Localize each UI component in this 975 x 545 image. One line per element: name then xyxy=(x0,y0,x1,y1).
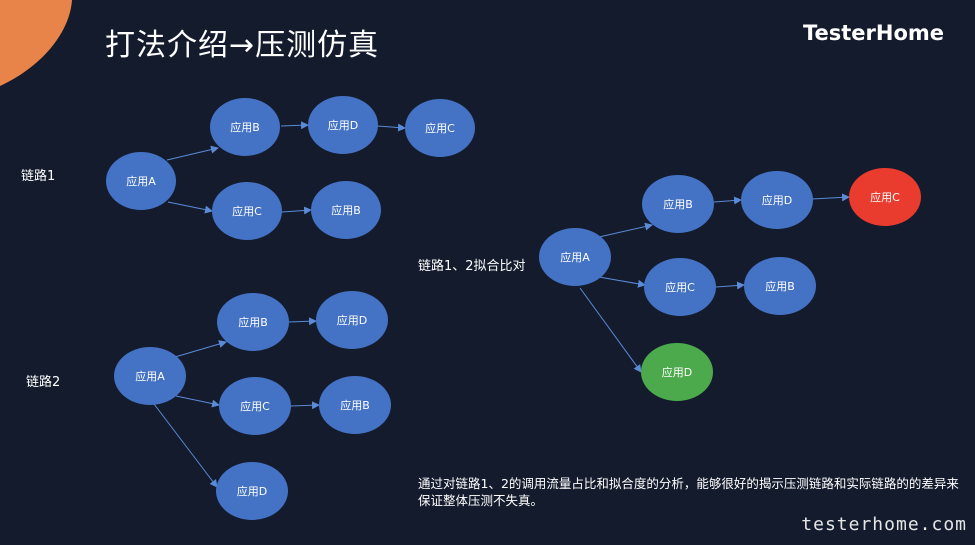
merged-node-app-b-lower: 应用B xyxy=(744,257,816,315)
edge-m-a-c xyxy=(598,276,646,288)
edge-c1-d-c xyxy=(376,123,406,132)
c1-node-app-d: 应用D xyxy=(308,96,378,154)
edge-m-a-d xyxy=(579,287,642,373)
c2-node-app-a: 应用A xyxy=(114,347,186,405)
slide-title: 打法介绍→压测仿真 xyxy=(105,28,380,63)
edge-c1-a-c xyxy=(167,201,213,214)
c2-node-app-d-lower: 应用D xyxy=(216,462,288,520)
edge-c2-c-b xyxy=(290,401,320,410)
edge-m-c-b xyxy=(715,281,745,290)
edge-m-a-b xyxy=(598,222,653,238)
c1-node-app-b: 应用B xyxy=(210,98,280,156)
edge-c2-b-d xyxy=(288,317,317,326)
merged-node-app-a: 应用A xyxy=(539,228,611,286)
c2-node-app-b-lower: 应用B xyxy=(319,376,391,434)
c2-node-app-b: 应用B xyxy=(217,293,289,351)
corner-decoration xyxy=(0,0,72,86)
edge-c1-b-d xyxy=(280,121,309,130)
edge-c2-a-c xyxy=(175,395,220,408)
description-text: 通过对链路1、2的调用流量占比和拟合度的分析，能够很好的揭示压测链路和实际链路的… xyxy=(418,476,959,508)
c2-node-app-c: 应用C xyxy=(219,377,291,435)
edge-c2-a-b xyxy=(174,340,227,358)
merged-node-app-d: 应用D xyxy=(741,171,813,229)
merged-node-app-c-highlight: 应用C xyxy=(849,168,921,226)
c1-node-app-a: 应用A xyxy=(106,152,176,210)
merged-node-app-b: 应用B xyxy=(642,175,714,233)
c1-node-app-c: 应用C xyxy=(405,99,475,157)
chain2-label: 链路2 xyxy=(26,375,61,390)
c1-node-app-c-lower: 应用C xyxy=(212,182,282,240)
brand-logo: TesterHome xyxy=(802,21,944,45)
chain1-label: 链路1 xyxy=(21,169,56,184)
edge-c1-a-b xyxy=(166,145,219,161)
edge-m-d-c xyxy=(811,193,850,202)
merged-node-app-d-highlight: 应用D xyxy=(641,343,713,401)
c2-node-app-d: 应用D xyxy=(316,291,388,349)
edge-c2-a-d xyxy=(153,403,218,488)
site-watermark: testerhome.com xyxy=(801,514,967,535)
merged-chain-label: 链路1、2拟合比对 xyxy=(418,259,526,274)
merged-node-app-c: 应用C xyxy=(644,258,716,316)
edge-m-b-d xyxy=(713,196,742,205)
c1-node-app-b-lower: 应用B xyxy=(311,181,381,239)
edge-c1-c-b xyxy=(281,206,312,215)
